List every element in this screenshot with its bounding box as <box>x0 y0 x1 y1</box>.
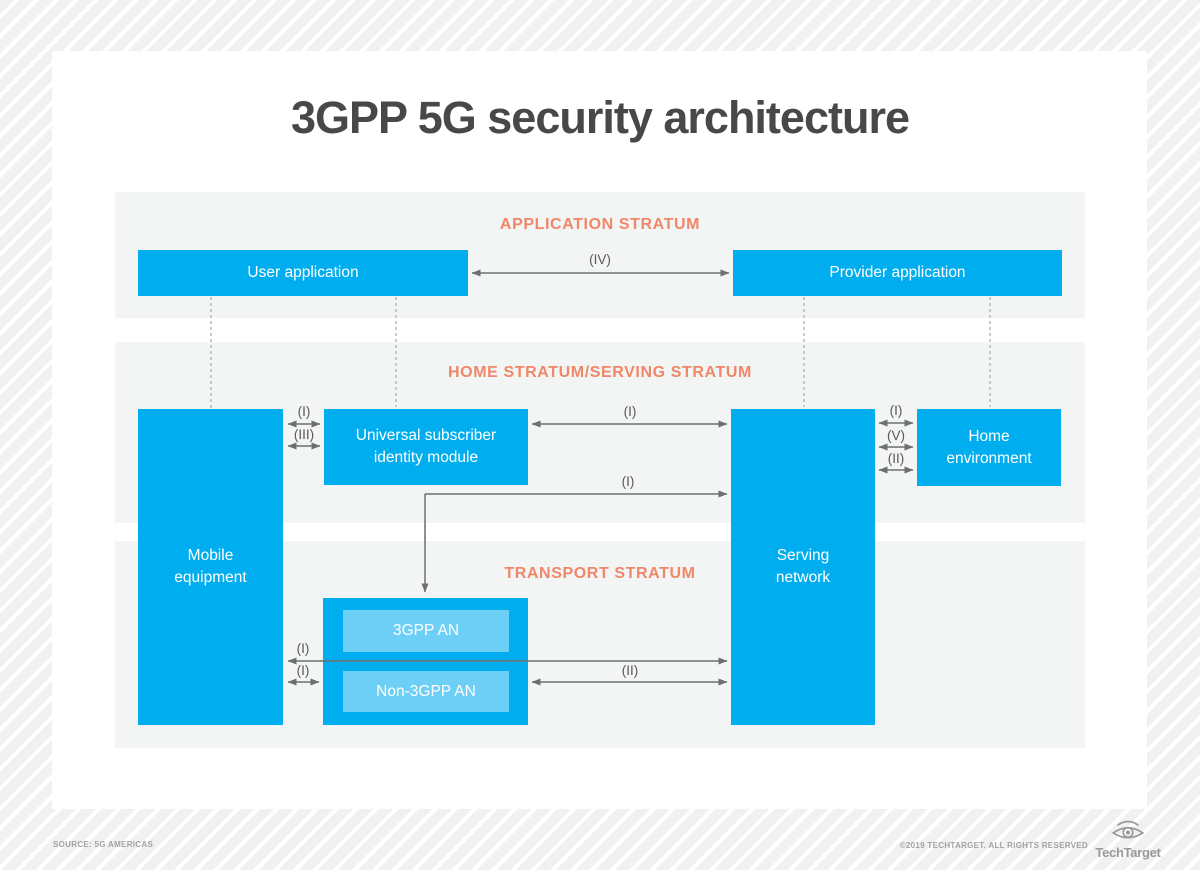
node-home-environment: Home environment <box>917 409 1061 486</box>
application-stratum-label: APPLICATION STRATUM <box>499 216 701 233</box>
node-serving-network-label: Serving network <box>775 547 831 586</box>
link-label-sn-he-ii: (II) <box>887 451 905 466</box>
techtarget-logo: TechTarget <box>1095 819 1161 860</box>
link-label-me-usim-i: (I) <box>297 404 311 419</box>
source-note: SOURCE: 5G AMERICAS <box>53 840 154 849</box>
node-user-application: User application <box>138 250 468 296</box>
link-label-sn-he-v: (V) <box>887 428 905 443</box>
node-3gpp-an: 3GPP AN <box>343 610 509 652</box>
link-label-usim-sn-i: (I) <box>623 404 637 419</box>
brand-wordmark: TechTarget <box>1095 845 1161 860</box>
link-label-me-sn-i: (I) <box>296 641 310 656</box>
node-3gpp-an-label: 3GPP AN <box>392 622 460 640</box>
link-label-me-an-i: (I) <box>296 663 310 678</box>
link-label-sn-he-i: (I) <box>889 403 903 418</box>
link-label-iv: (IV) <box>589 252 611 267</box>
copyright-note: ©2019 TECHTARGET. ALL RIGHTS RESERVED <box>899 841 1088 850</box>
page-title: 3GPP 5G security architecture <box>291 92 910 143</box>
home-serving-stratum-label: HOME STRATUM/SERVING STRATUM <box>448 364 752 381</box>
node-user-application-label: User application <box>247 264 359 282</box>
node-mobile-equipment-label: Mobile equipment <box>174 547 247 586</box>
node-usim-label: Universal subscriber identity module <box>355 427 497 466</box>
eye-icon <box>1111 820 1145 839</box>
link-label-an-sn-ii: (II) <box>621 663 639 678</box>
node-home-environment-label: Home environment <box>946 427 1032 467</box>
link-label-me-usim-iii: (III) <box>293 427 315 442</box>
node-non-3gpp-an: Non-3GPP AN <box>343 671 509 712</box>
node-provider-application-label: Provider application <box>829 264 966 282</box>
node-serving-network: Serving network <box>731 409 875 725</box>
transport-stratum-label: TRANSPORT STRATUM <box>504 565 696 582</box>
node-usim: Universal subscriber identity module <box>324 409 528 485</box>
node-non-3gpp-an-label: Non-3GPP AN <box>376 682 476 700</box>
link-label-usim-sn-lower-i: (I) <box>621 474 635 489</box>
node-provider-application: Provider application <box>733 250 1062 296</box>
node-mobile-equipment: Mobile equipment <box>138 409 283 725</box>
